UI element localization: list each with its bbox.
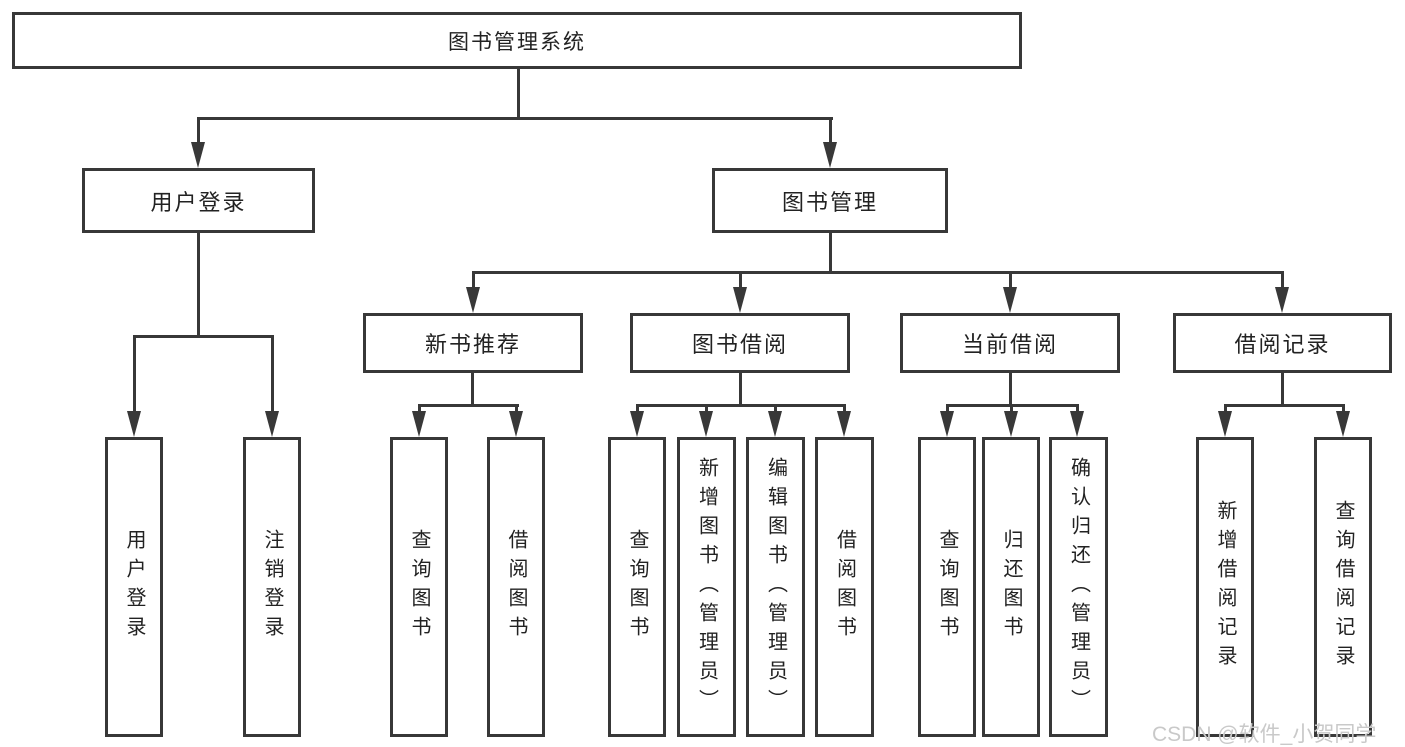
connector-segment bbox=[197, 117, 200, 145]
node-label: 当前借阅 bbox=[961, 332, 1058, 357]
arrow-down-icon bbox=[940, 411, 954, 437]
leaf-edit-book-admin: 编辑图书（管理员） bbox=[746, 437, 805, 737]
leaf-label: 用户登录 bbox=[123, 529, 145, 645]
connector-segment bbox=[1010, 404, 1013, 414]
watermark: CSDN @软件_小贺同学 bbox=[1152, 723, 1377, 746]
leaf-label: 查询图书 bbox=[408, 529, 430, 645]
connector-segment bbox=[1076, 404, 1079, 414]
arrow-down-icon bbox=[1275, 287, 1289, 313]
connector-segment bbox=[418, 404, 519, 407]
leaf-label: 编辑图书（管理员） bbox=[764, 456, 787, 718]
node-book-management: 图书管理 bbox=[712, 168, 948, 233]
connector-segment bbox=[636, 404, 846, 407]
connector-segment bbox=[1281, 373, 1284, 406]
connector-segment bbox=[418, 404, 421, 414]
arrow-down-icon bbox=[1004, 411, 1018, 437]
leaf-label: 新增借阅记录 bbox=[1214, 500, 1236, 674]
node-label: 图书借阅 bbox=[691, 332, 788, 357]
connector-segment bbox=[1342, 404, 1345, 414]
node-label: 图书管理 bbox=[781, 189, 878, 215]
arrow-down-icon bbox=[837, 411, 851, 437]
arrow-down-icon bbox=[509, 411, 523, 437]
connector-segment bbox=[1281, 271, 1284, 289]
connector-segment bbox=[515, 404, 518, 414]
connector-segment bbox=[271, 335, 274, 413]
node-label: 新书推荐 bbox=[424, 332, 521, 357]
connector-segment bbox=[739, 373, 742, 406]
leaf-label: 查询图书 bbox=[936, 529, 958, 645]
connector-segment bbox=[739, 271, 742, 289]
connector-segment bbox=[472, 271, 475, 289]
leaf-label: 查询借阅记录 bbox=[1332, 500, 1354, 674]
connector-segment bbox=[133, 335, 136, 413]
arrow-down-icon bbox=[768, 411, 782, 437]
connector-segment bbox=[705, 404, 708, 414]
node-library-management-system: 图书管理系统 bbox=[12, 12, 1022, 69]
node-borrow-records: 借阅记录 bbox=[1173, 313, 1392, 373]
connector-segment bbox=[636, 404, 639, 414]
connector-segment bbox=[197, 233, 200, 337]
arrow-down-icon bbox=[1070, 411, 1084, 437]
node-user-login: 用户登录 bbox=[82, 168, 315, 233]
connector-segment bbox=[1224, 404, 1345, 407]
arrow-down-icon bbox=[127, 411, 141, 437]
leaf-borrow-books: 借阅图书 bbox=[815, 437, 874, 737]
node-label: 用户登录 bbox=[150, 189, 247, 215]
leaf-label: 注销登录 bbox=[261, 529, 283, 645]
arrow-down-icon bbox=[699, 411, 713, 437]
leaf-label: 借阅图书 bbox=[833, 529, 856, 645]
leaf-label: 查询图书 bbox=[626, 529, 648, 645]
connector-segment bbox=[843, 404, 846, 414]
leaf-query-books-recommend: 查询图书 bbox=[390, 437, 448, 737]
leaf-query-borrow-record: 查询借阅记录 bbox=[1314, 437, 1372, 737]
leaf-label: 归还图书 bbox=[1000, 529, 1022, 645]
arrow-down-icon bbox=[265, 411, 279, 437]
arrow-down-icon bbox=[823, 142, 837, 168]
connector-segment bbox=[1009, 373, 1012, 406]
connector-segment bbox=[133, 335, 274, 338]
connector-segment bbox=[774, 404, 777, 414]
connector-segment bbox=[829, 233, 832, 273]
connector-segment bbox=[517, 69, 520, 119]
leaf-query-books-current: 查询图书 bbox=[918, 437, 976, 737]
connector-segment bbox=[946, 404, 949, 414]
leaf-add-book-admin: 新增图书（管理员） bbox=[677, 437, 736, 737]
leaf-add-borrow-record: 新增借阅记录 bbox=[1196, 437, 1254, 737]
arrow-down-icon bbox=[1003, 287, 1017, 313]
connector-segment bbox=[472, 271, 1284, 274]
leaf-label: 确认归还（管理员） bbox=[1067, 456, 1090, 718]
connector-segment bbox=[1224, 404, 1227, 414]
arrow-down-icon bbox=[630, 411, 644, 437]
arrow-down-icon bbox=[733, 287, 747, 313]
leaf-label: 借阅图书 bbox=[505, 529, 527, 645]
arrow-down-icon bbox=[1336, 411, 1350, 437]
leaf-return-books: 归还图书 bbox=[982, 437, 1040, 737]
node-label: 图书管理系统 bbox=[448, 30, 586, 54]
leaf-borrow-books-recommend: 借阅图书 bbox=[487, 437, 545, 737]
node-new-book-recommend: 新书推荐 bbox=[363, 313, 583, 373]
connector-segment bbox=[197, 117, 833, 120]
leaf-logout-login: 注销登录 bbox=[243, 437, 301, 737]
leaf-query-books-borrow: 查询图书 bbox=[608, 437, 666, 737]
arrow-down-icon bbox=[1218, 411, 1232, 437]
arrow-down-icon bbox=[191, 142, 205, 168]
arrow-down-icon bbox=[412, 411, 426, 437]
connector-segment bbox=[829, 117, 832, 145]
connector-segment bbox=[1009, 271, 1012, 289]
node-label: 借阅记录 bbox=[1234, 332, 1331, 357]
node-current-borrow: 当前借阅 bbox=[900, 313, 1120, 373]
leaf-user-login: 用户登录 bbox=[105, 437, 163, 737]
leaf-label: 新增图书（管理员） bbox=[695, 456, 718, 718]
arrow-down-icon bbox=[466, 287, 480, 313]
connector-segment bbox=[471, 373, 474, 406]
leaf-confirm-return-admin: 确认归还（管理员） bbox=[1049, 437, 1108, 737]
node-book-borrow: 图书借阅 bbox=[630, 313, 850, 373]
